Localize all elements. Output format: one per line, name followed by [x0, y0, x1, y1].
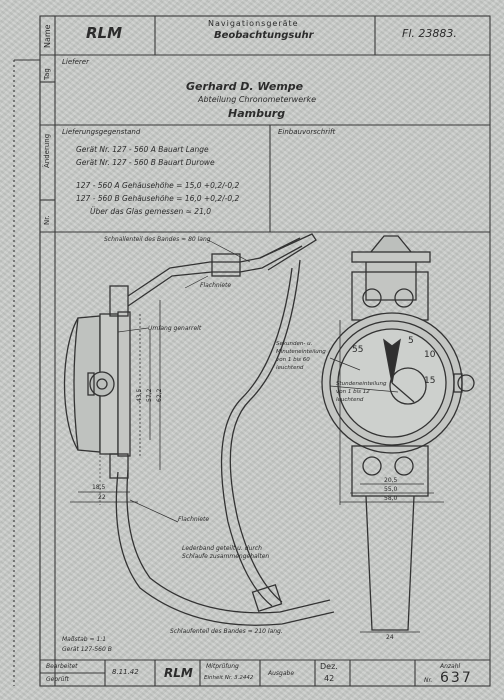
supplier-city: Hamburg — [228, 107, 286, 120]
title-edition: Ausgabe — [268, 670, 295, 677]
supplier-label: Lieferer — [62, 58, 89, 66]
note-rivet-2: Flachniete — [178, 516, 210, 523]
dial-label-10: 10 — [424, 350, 436, 360]
delivery-line-2: Gerät Nr. 127 - 560 B Bauart Durowe — [76, 158, 215, 167]
title-review: Mitprüfung — [206, 663, 239, 670]
title-signature: Einheit Nr. 3.2442 — [204, 675, 254, 681]
title-sheet-label: Nr. — [424, 677, 433, 684]
title-dez-value: 42 — [324, 674, 335, 683]
front-view — [321, 235, 475, 633]
delivery-line-3: 127 - 560 A Gehäusehöhe = 15,0 +0,2/-0,2 — [76, 181, 240, 190]
note-case: Umfang genarrelt — [148, 325, 202, 332]
note-device: Gerät 127-560 B — [62, 646, 112, 653]
drawing-number: Fl. 23883. — [402, 27, 457, 40]
title-rlm: RLM — [164, 666, 193, 680]
dim-strap: 24 — [386, 634, 394, 641]
dim-front-2: 55,0 — [384, 486, 398, 493]
header-rlm: RLM — [86, 24, 123, 42]
note-strap-bottom: Schlaufenteil des Bandes ≈ 210 lang. — [170, 628, 283, 635]
title-count-label: Anzahl — [440, 663, 461, 670]
side-label-aenderung: Änderung — [43, 133, 51, 168]
delivery-line-1: Gerät Nr. 127 - 560 A Bauart Lange — [76, 145, 209, 154]
dial-label-55: 55 — [352, 345, 364, 355]
dim-bottom-side: 18,5 — [92, 484, 106, 491]
dim-front-1: 20,5 — [384, 477, 398, 484]
dim-side-2: 57,2 — [146, 388, 153, 402]
side-label-nr: Nr. — [43, 215, 51, 225]
note-strap-top: Schnallenteil des Bandes ≈ 80 lang — [104, 236, 211, 243]
side-view — [63, 233, 335, 626]
delivery-line-5: Über das Glas gemessen ≈ 21,0 — [90, 207, 211, 216]
install-label: Einbauvorschrift — [278, 128, 336, 136]
side-case — [73, 315, 101, 453]
note-scale: Maßstab ≈ 1:1 — [62, 636, 107, 643]
dim-front-3: 58,0 — [384, 495, 398, 502]
side-label-tag: Tag — [43, 68, 51, 80]
note-dial: Sekunden- u. Minuteneinteilung von 1 bis… — [276, 341, 326, 371]
delivery-line-4: 127 - 560 B Gehäusehöhe = 16,0 +0,2/-0,2 — [76, 194, 240, 203]
supplier-name: Gerhard D. Wempe — [186, 80, 304, 93]
title-drawn: Bearbeitet — [46, 663, 78, 670]
note-rivet: Flachniete — [200, 282, 232, 289]
dim-side-1: 43,5 — [136, 388, 143, 402]
title-date: 8.11.42 — [112, 668, 139, 676]
dim-side-3: 62,2 — [156, 388, 163, 402]
sheet-number: 637 — [440, 670, 473, 686]
dial-label-15: 15 — [424, 376, 436, 386]
header-title: Beobachtungsuhr — [214, 30, 314, 41]
dial-label-5: 5 — [408, 336, 414, 346]
title-checked: Geprüft — [46, 676, 69, 683]
header-category: Navigationsgeräte — [208, 19, 299, 28]
title-dez-label: Dez. — [320, 662, 338, 671]
note-leather: Lederband geteilt u. durch Schlaufe zusa… — [182, 545, 270, 560]
delivery-label: Lieferungsgegenstand — [62, 128, 141, 136]
note-hour: Stundeneinteilung von 1 bis 12 leuchtend — [336, 381, 387, 403]
supplier-division: Abteilung Chronometerwerke — [198, 95, 316, 104]
side-label-name: Name — [43, 24, 52, 48]
dim-bottom-side-2: 22 — [98, 494, 106, 501]
